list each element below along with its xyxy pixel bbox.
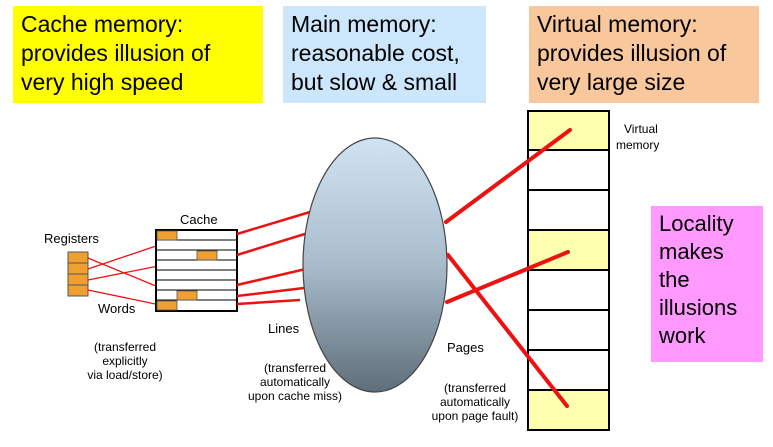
- callout-line: very large size: [537, 69, 686, 95]
- pages-note: (transferred automatically upon page fau…: [422, 381, 528, 423]
- registers-label: Registers: [44, 231, 99, 246]
- page-transfer-lines: [444, 128, 572, 408]
- register-cell: [67, 284, 89, 297]
- note-line: (transferred: [263, 361, 327, 375]
- cache-block: [155, 229, 238, 312]
- locality-callout: Locality makes the illusions work: [651, 206, 763, 362]
- cache-memory-callout: Cache memory: provides illusion of very …: [13, 6, 263, 103]
- page-transfer-line: [446, 253, 569, 408]
- page-transfer-line: [444, 128, 572, 224]
- register-cell: [67, 273, 89, 286]
- callout-line: Main memory:: [291, 11, 437, 37]
- virtual-page: [527, 189, 610, 231]
- virtual-memory-label: Virtual memory: [616, 121, 659, 153]
- callout-line: makes: [659, 239, 724, 264]
- cache-label: Cache: [180, 212, 218, 227]
- note-line: upon cache miss): [247, 389, 343, 403]
- callout-line: but slow & small: [291, 69, 458, 95]
- note-line: (transferred: [93, 340, 157, 354]
- cache-word: [176, 290, 198, 301]
- cache-word: [156, 300, 178, 311]
- words-note: (transferred explicitly via load/store): [80, 340, 170, 382]
- line-transfer-line: [236, 210, 311, 236]
- cache-word: [156, 230, 178, 241]
- callout-line: provides illusion of: [537, 40, 727, 66]
- callout-line: provides illusion of: [21, 40, 211, 66]
- main-memory-ellipse: [302, 137, 448, 393]
- virtual-page: [527, 309, 610, 351]
- note-line: (transferred: [443, 381, 507, 395]
- line-transfer-line: [236, 298, 301, 306]
- line-transfer-lines: [236, 210, 311, 306]
- virtual-memory-callout: Virtual memory: provides illusion of ver…: [529, 6, 759, 103]
- line-transfer-line: [236, 266, 311, 287]
- note-line: explicitly: [102, 354, 148, 368]
- note-line: automatically: [259, 375, 331, 389]
- virtual-memory-label-line: Virtual: [624, 122, 658, 136]
- lines-note: (transferred automatically upon cache mi…: [240, 361, 350, 403]
- lines-label: Lines: [268, 321, 300, 336]
- main-memory-callout: Main memory: reasonable cost, but slow &…: [283, 6, 486, 103]
- line-transfer-line: [236, 286, 305, 298]
- callout-line: very high speed: [21, 69, 184, 95]
- callout-line: Virtual memory:: [537, 11, 698, 37]
- page-transfer-line: [445, 250, 570, 304]
- callout-line: Cache memory:: [21, 11, 184, 37]
- note-line: via load/store): [87, 368, 163, 382]
- callout-line: the: [659, 267, 690, 292]
- line-transfer-line: [236, 231, 309, 257]
- register-cell: [67, 251, 89, 264]
- callout-line: illusions: [659, 295, 738, 320]
- callout-line: work: [659, 323, 706, 348]
- virtual-memory-label-line: memory: [616, 138, 660, 152]
- word-transfer-line: [87, 289, 166, 307]
- virtual-memory-column: [527, 110, 610, 431]
- register-cell: [67, 262, 89, 275]
- virtual-page: [527, 389, 610, 431]
- callout-line: Locality: [659, 211, 734, 236]
- words-label: Words: [98, 301, 136, 316]
- register-file: [67, 251, 89, 297]
- note-line: automatically: [439, 395, 511, 409]
- virtual-page: [527, 149, 610, 191]
- callout-line: reasonable cost,: [291, 40, 460, 66]
- word-transfer-line: [87, 242, 166, 270]
- note-line: upon page fault): [431, 409, 519, 423]
- virtual-page: [527, 269, 610, 311]
- cache-word: [196, 250, 218, 261]
- pages-label: Pages: [447, 340, 484, 355]
